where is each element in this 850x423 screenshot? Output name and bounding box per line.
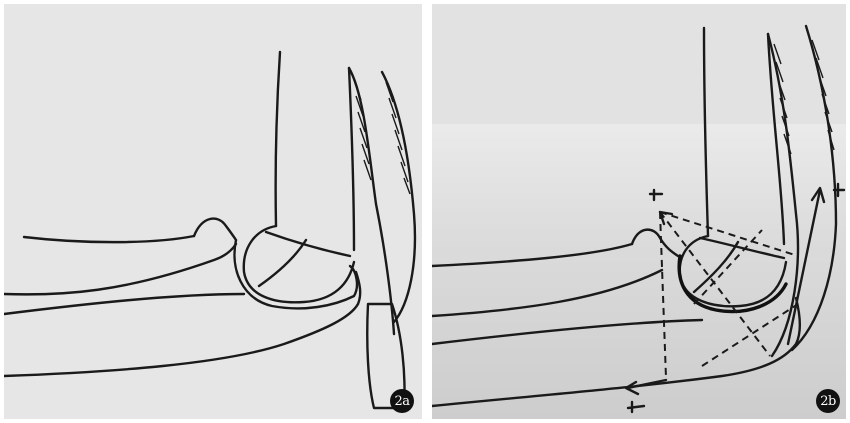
radius-upper: [24, 236, 194, 242]
condyle-top-line: [266, 232, 350, 256]
panel-label-2b: 2b: [816, 389, 840, 413]
radius-lower: [4, 244, 236, 294]
coronoid: [194, 219, 236, 240]
hatching-a: [354, 80, 410, 194]
ulna-notch: [235, 240, 357, 308]
humerus-front-line: [276, 52, 280, 226]
panel-label-2a: 2a: [390, 389, 414, 413]
posterior-outline-2: [382, 72, 415, 322]
panel-2a: 2a: [4, 4, 422, 419]
panel-2b: 2b: [432, 4, 846, 419]
sketch-2a: [4, 4, 422, 419]
ulna-upper: [4, 294, 244, 314]
condyle-inner-line: [259, 240, 306, 286]
humeral-condyle: [244, 226, 354, 302]
humerus-back-line: [349, 68, 354, 250]
ulna-lower: [4, 272, 360, 376]
sketch-2b: [432, 4, 846, 419]
